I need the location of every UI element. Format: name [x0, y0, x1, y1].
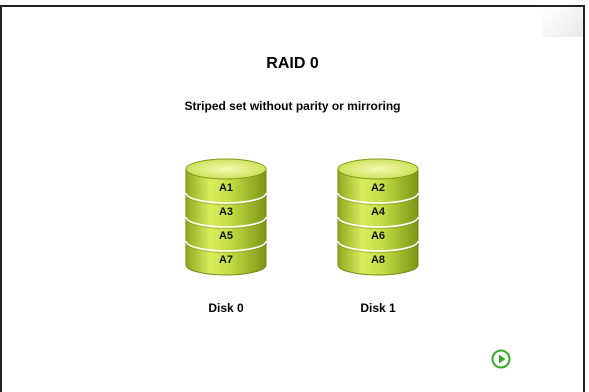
- disk-1-label: Disk 1: [360, 301, 396, 315]
- disk-block-label: A8: [371, 254, 385, 266]
- slide-subtitle: Striped set without parity or mirroring: [184, 99, 401, 113]
- next-slide-button[interactable]: [491, 349, 511, 369]
- disk-block-separator-shadow: [185, 242, 267, 253]
- disk-block-separator-shadow: [337, 194, 419, 205]
- disk-block-label: A2: [371, 182, 385, 194]
- disk-block-label: A7: [219, 254, 233, 266]
- disk-block-separator: [337, 216, 419, 228]
- disk-block-separator-shadow: [185, 194, 267, 205]
- disk-block-label: A4: [371, 206, 386, 218]
- disk-block-label: A1: [219, 182, 233, 194]
- disk-cylinder-top: [337, 158, 419, 180]
- disk-block-separator: [337, 240, 419, 252]
- disk-block-label: A3: [219, 206, 233, 218]
- slide-title: RAID 0: [266, 55, 319, 72]
- disk-block-label: A6: [371, 230, 385, 242]
- disk-block-separator: [185, 216, 267, 228]
- disk-block-separator-shadow: [337, 218, 419, 229]
- disk-block-separator: [185, 240, 267, 252]
- disk-cylinder-body: [337, 168, 419, 276]
- disk-cylinder-top: [185, 158, 267, 180]
- disk-block-separator-shadow: [337, 242, 419, 253]
- disk-block-separator: [185, 192, 267, 204]
- play-circle-icon: [491, 349, 511, 369]
- disk-cylinder-body: [185, 168, 267, 276]
- page-corner-fade: [543, 7, 583, 37]
- disk-block-separator-shadow: [185, 218, 267, 229]
- disk-0-label: Disk 0: [208, 301, 244, 315]
- disk-block-label: A5: [219, 230, 233, 242]
- disk-block-separator: [337, 192, 419, 204]
- slide-frame: RAID 0 Striped set without parity or mir…: [0, 5, 585, 392]
